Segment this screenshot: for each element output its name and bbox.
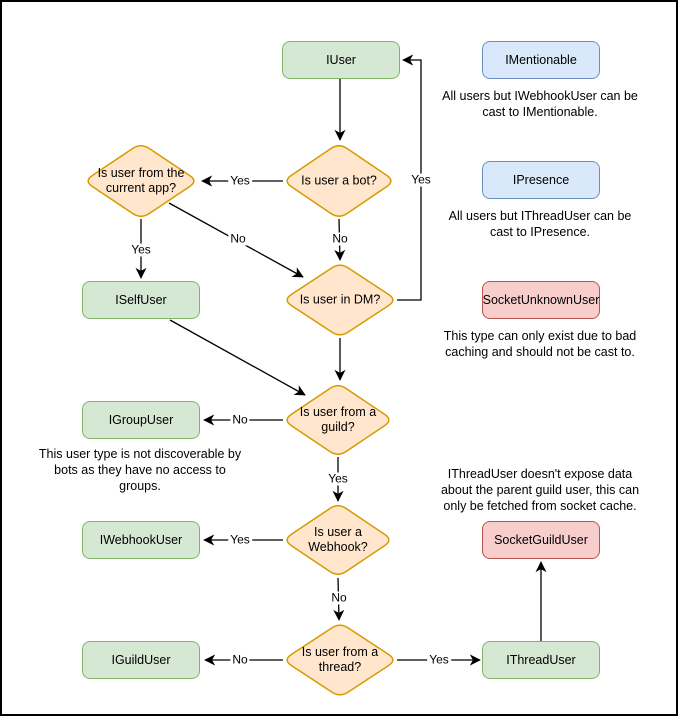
edge-label-thread-to-ithread: Yes [427, 652, 451, 667]
node-imentionable-label: IMentionable [505, 53, 577, 67]
node-iselfuser: ISelfUser [82, 281, 200, 319]
node-socketunknownuser-label: SocketUnknownUser [482, 293, 600, 307]
decision-shape-from-current-app [87, 145, 195, 217]
node-iguilduser: IGuildUser [82, 641, 200, 679]
node-socketguilduser: SocketGuildUser [482, 521, 600, 559]
decision-is-bot-label: Is user a bot? [301, 173, 377, 188]
node-iwebhookuser: IWebhookUser [82, 521, 200, 559]
node-imentionable: IMentionable [482, 41, 600, 79]
decision-from-guild-label: Is user from a guild? [299, 405, 377, 434]
node-iuser-label: IUser [326, 53, 356, 67]
edge-label-thread-to-iguild: No [230, 652, 250, 667]
edge-label-guild-to-webhook: Yes [326, 471, 350, 486]
node-igroupuser: IGroupUser [82, 401, 200, 439]
decision-shape-is-bot [286, 145, 392, 217]
decision-from-current-app-label: Is user from the current app? [97, 166, 185, 195]
edge-label-bot-to-current-app: Yes [228, 173, 252, 188]
decision-shape-from-guild [286, 385, 390, 455]
decision-shape-is-webhook [286, 505, 390, 575]
node-iuser: IUser [282, 41, 400, 79]
edge-label-current-app-to-self: Yes [129, 242, 153, 257]
edge-label-webhook-to-thread: No [329, 590, 349, 605]
note-ipresence: All users but IThreadUser can be cast to… [448, 209, 632, 239]
note-igroupuser: This user type is not discoverable by bo… [38, 447, 242, 493]
node-iguilduser-label: IGuildUser [111, 653, 171, 667]
note-imentionable: All users but IWebhookUser can be cast t… [442, 89, 638, 119]
node-ithreaduser-label: IThreadUser [506, 653, 576, 667]
decision-from-thread-label: Is user from a thread? [301, 645, 379, 674]
node-ipresence: IPresence [482, 161, 600, 199]
node-ithreaduser: IThreadUser [482, 641, 600, 679]
edge-label-bot-to-dm: No [330, 231, 350, 246]
node-igroupuser-label: IGroupUser [108, 413, 174, 427]
node-iwebhookuser-label: IWebhookUser [99, 533, 183, 547]
edge-label-guild-to-group: No [230, 412, 250, 427]
edge-label-current-app-to-dm: No [228, 231, 248, 246]
node-socketunknownuser: SocketUnknownUser [482, 281, 600, 319]
decision-in-dm-label: Is user in DM? [299, 292, 381, 307]
note-socketunknownuser: This type can only exist due to bad cach… [443, 329, 637, 359]
node-socketguilduser-label: SocketGuildUser [494, 533, 588, 547]
node-iselfuser-label: ISelfUser [115, 293, 167, 307]
decision-shape-from-thread [286, 624, 394, 696]
edge-label-dm-to-iuser: Yes [409, 172, 433, 187]
decision-is-webhook-label: Is user a Webhook? [308, 525, 368, 554]
edge-iselfuser-to-fromguild [169, 319, 306, 396]
note-ithreaduser: IThreadUser doesn't expose data about th… [440, 467, 640, 513]
decision-shape-in-dm [286, 264, 394, 336]
edge-label-webhook-to-iwebhook: Yes [228, 532, 252, 547]
node-ipresence-label: IPresence [512, 173, 570, 187]
